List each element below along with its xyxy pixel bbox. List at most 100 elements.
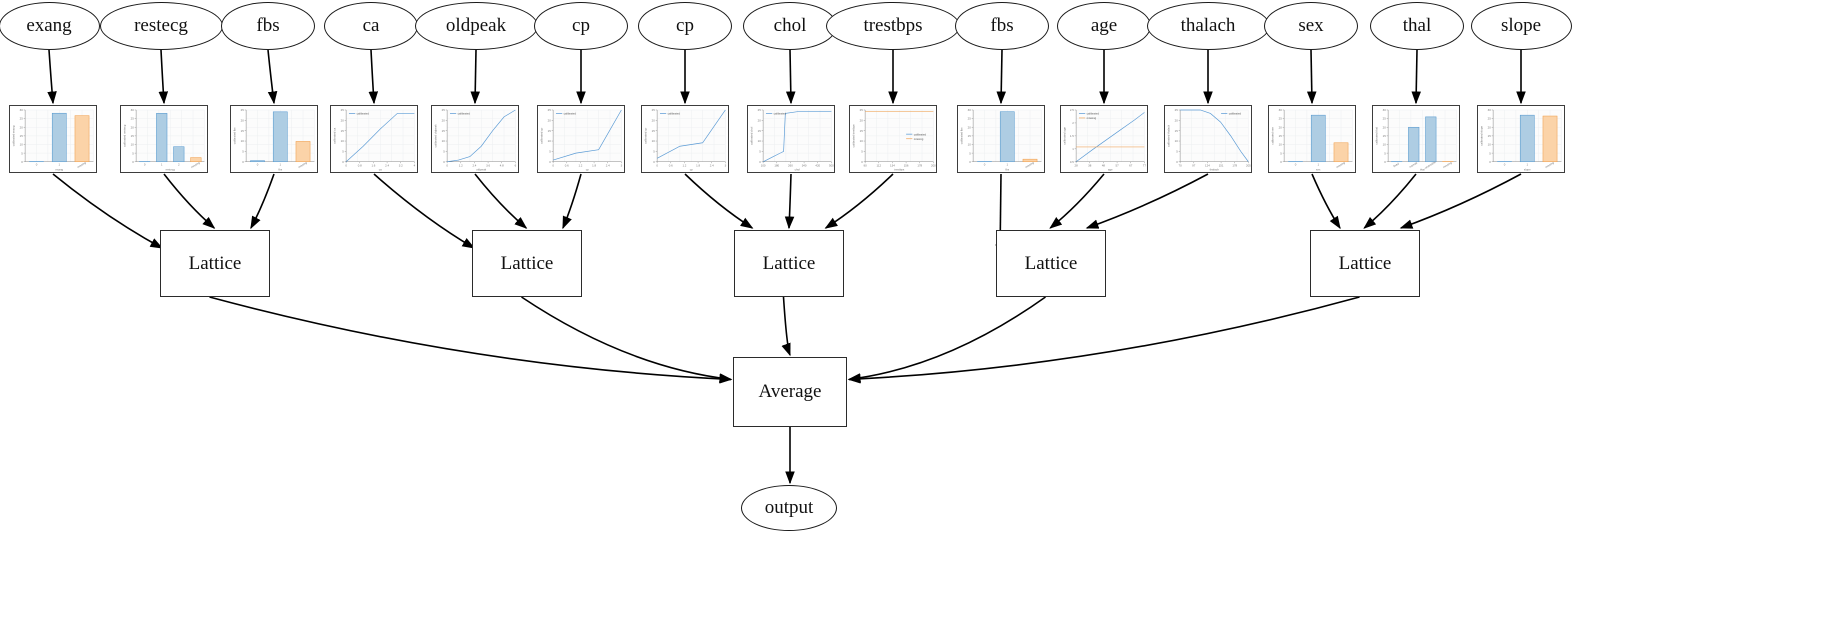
input-node-slope[interactable]: slope <box>1470 2 1572 50</box>
input-node-label: cp <box>572 15 590 36</box>
svg-text:20: 20 <box>968 125 972 129</box>
svg-text:missing: missing <box>190 160 201 169</box>
svg-text:calibrated restecg: calibrated restecg <box>122 124 126 147</box>
svg-text:0: 0 <box>257 163 259 167</box>
svg-text:420: 420 <box>815 163 820 167</box>
svg-text:1: 1 <box>161 163 163 167</box>
svg-text:500: 500 <box>829 163 834 167</box>
lattice-node-4[interactable]: Lattice <box>1310 230 1420 297</box>
svg-text:10: 10 <box>860 139 864 143</box>
edge-input-to-plot-fbs-2 <box>267 49 278 105</box>
svg-text:5: 5 <box>443 150 445 154</box>
svg-text:30: 30 <box>1279 108 1283 112</box>
lattice-node-3[interactable]: Lattice <box>996 230 1106 297</box>
input-node-label: age <box>1090 15 1118 36</box>
lattice-node-0[interactable]: Lattice <box>160 230 270 297</box>
svg-text:97: 97 <box>1192 163 1196 167</box>
svg-text:15: 15 <box>652 129 656 133</box>
input-node-trestbps[interactable]: trestbps <box>826 2 960 50</box>
edge-plot-to-lattice-12-4 <box>1311 173 1341 230</box>
edge-plot-to-lattice-0-0 <box>52 173 164 249</box>
lattice-node-label: Lattice <box>1024 252 1078 274</box>
svg-text:0: 0 <box>1295 163 1297 167</box>
input-node-label: fbs <box>256 15 280 36</box>
svg-text:28: 28 <box>1075 163 1079 167</box>
svg-text:151: 151 <box>1219 163 1224 167</box>
svg-text:1: 1 <box>1526 163 1528 167</box>
svg-text:25: 25 <box>1279 117 1283 121</box>
input-node-cp[interactable]: cp <box>534 2 628 50</box>
svg-text:4.8: 4.8 <box>500 163 504 167</box>
svg-text:25: 25 <box>20 117 24 121</box>
svg-text:124: 124 <box>1205 163 1210 167</box>
input-node-oldpeak[interactable]: oldpeak <box>414 2 538 50</box>
svg-text:cp: cp <box>586 167 589 171</box>
input-node-sex[interactable]: sex <box>1264 2 1358 50</box>
svg-text:2.4: 2.4 <box>472 163 476 167</box>
svg-text:5: 5 <box>132 151 134 155</box>
svg-text:10: 10 <box>652 139 656 143</box>
svg-text:0: 0 <box>653 160 655 164</box>
svg-text:calibrated: calibrated <box>357 112 370 116</box>
svg-text:10: 10 <box>968 143 972 147</box>
input-node-fbs[interactable]: fbs <box>221 2 315 50</box>
svg-text:25: 25 <box>1488 117 1492 121</box>
edge-input-to-plot-restecg-1 <box>158 49 169 105</box>
input-node-exang[interactable]: exang <box>0 2 100 50</box>
output-node[interactable]: output <box>741 485 837 531</box>
svg-text:calibrated fbs: calibrated fbs <box>959 127 963 144</box>
svg-text:0: 0 <box>446 163 448 167</box>
input-node-fbs[interactable]: fbs <box>955 2 1049 50</box>
edge-plot-to-lattice-2-0 <box>250 173 275 230</box>
svg-text:0: 0 <box>21 160 23 164</box>
svg-text:chol: chol <box>795 167 801 171</box>
svg-text:25: 25 <box>341 108 345 112</box>
svg-text:1: 1 <box>1006 163 1008 167</box>
svg-text:0: 0 <box>984 163 986 167</box>
svg-text:15: 15 <box>241 129 245 133</box>
svg-text:25: 25 <box>442 108 446 112</box>
input-node-cp[interactable]: cp <box>638 2 732 50</box>
lattice-node-2[interactable]: Lattice <box>734 230 844 297</box>
svg-text:25: 25 <box>1175 108 1179 112</box>
svg-text:1.2: 1.2 <box>578 163 582 167</box>
svg-text:calibrated: calibrated <box>1087 112 1100 116</box>
svg-text:70: 70 <box>1179 163 1183 167</box>
svg-text:0: 0 <box>1384 160 1386 164</box>
input-node-label: thal <box>1402 15 1432 36</box>
svg-text:25: 25 <box>241 108 245 112</box>
input-node-thal[interactable]: thal <box>1370 2 1464 50</box>
svg-text:10: 10 <box>1488 143 1492 147</box>
input-node-ca[interactable]: ca <box>324 2 418 50</box>
svg-text:5: 5 <box>759 150 761 154</box>
svg-text:0: 0 <box>345 163 347 167</box>
input-node-restecg[interactable]: restecg <box>99 2 223 50</box>
average-node[interactable]: Average <box>733 357 847 427</box>
svg-text:200: 200 <box>931 163 936 167</box>
input-node-chol[interactable]: chol <box>743 2 837 50</box>
lattice-node-1[interactable]: Lattice <box>472 230 582 297</box>
input-node-age[interactable]: age <box>1057 2 1151 50</box>
input-node-thalach[interactable]: thalach <box>1146 2 1270 50</box>
